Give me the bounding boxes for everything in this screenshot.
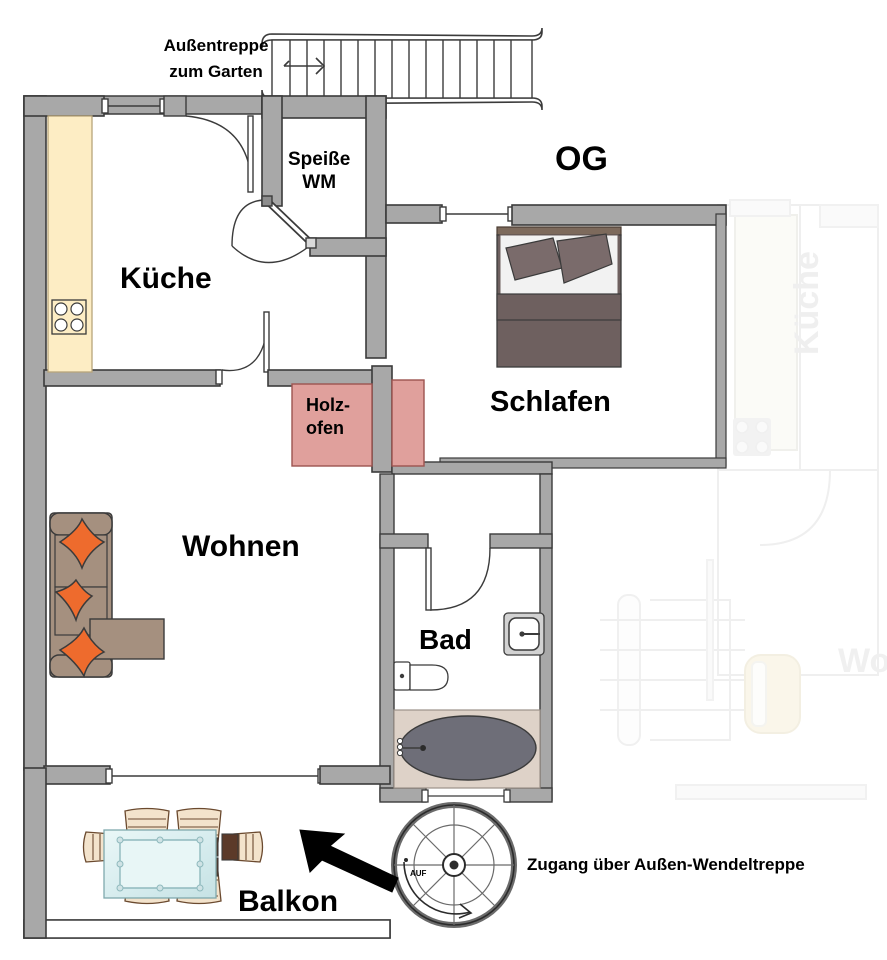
ghost-label-wohnen: Wo (838, 642, 887, 680)
spiral-direction-arrow (403, 858, 473, 919)
pillow-right (556, 233, 613, 284)
kitchen-living-door (215, 311, 270, 385)
living-window (105, 768, 325, 784)
stove-line1: Holz- (306, 395, 350, 415)
cushion-2 (54, 578, 94, 623)
sofa (49, 512, 165, 678)
label-exterior-staircase: Außentreppe zum Garten (152, 33, 280, 84)
balcony-furniture (82, 807, 264, 905)
bathroom-fixtures (393, 612, 545, 789)
cushion-1 (58, 517, 106, 571)
stair-direction-arrow (283, 57, 326, 75)
washbasin (503, 612, 545, 656)
balcony-pointer-arrow (299, 829, 399, 893)
stove-line2: ofen (306, 417, 344, 438)
headboard (496, 226, 622, 236)
bath-door (425, 547, 491, 611)
balcony-table-top (119, 839, 201, 889)
label-spiral-direction: AUF (410, 869, 427, 878)
toilet (393, 661, 449, 691)
room-label-kueche: Küche (120, 262, 212, 295)
floor-label-og: OG (555, 140, 608, 178)
wood-stove (291, 379, 425, 467)
spiral-staircase (391, 802, 517, 928)
kitchen-furniture (47, 115, 93, 373)
bed (496, 226, 622, 368)
north-window (101, 95, 187, 117)
walls-layer (23, 95, 727, 939)
corridor-window (439, 206, 515, 222)
entry-door (185, 115, 254, 193)
exterior-stair-line2: zum Garten (169, 61, 263, 81)
exterior-staircase (261, 27, 543, 111)
bath-window (421, 789, 511, 803)
ghost-label-kueche: Küche (788, 251, 826, 355)
label-wood-stove: Holz- ofen (306, 394, 350, 439)
room-label-wohnen: Wohnen (182, 530, 300, 563)
room-label-schlafen: Schlafen (490, 386, 611, 418)
speise-line2: WM (302, 172, 337, 194)
ghost-underlay-layer: Küche Wo (600, 199, 887, 800)
room-label-balkon: Balkon (238, 885, 339, 918)
cushion-3 (58, 626, 106, 678)
pantry-door (231, 195, 317, 264)
room-label-speise: Speiße WM (288, 148, 350, 194)
chair-right (221, 831, 264, 863)
speise-line1: Speiße (288, 149, 351, 170)
label-access-note: Zugang über Außen-Wendeltreppe (527, 855, 805, 874)
room-label-bad: Bad (419, 624, 472, 655)
exterior-stair-line1: Außentreppe (163, 36, 269, 55)
duvet-fold (496, 293, 622, 321)
